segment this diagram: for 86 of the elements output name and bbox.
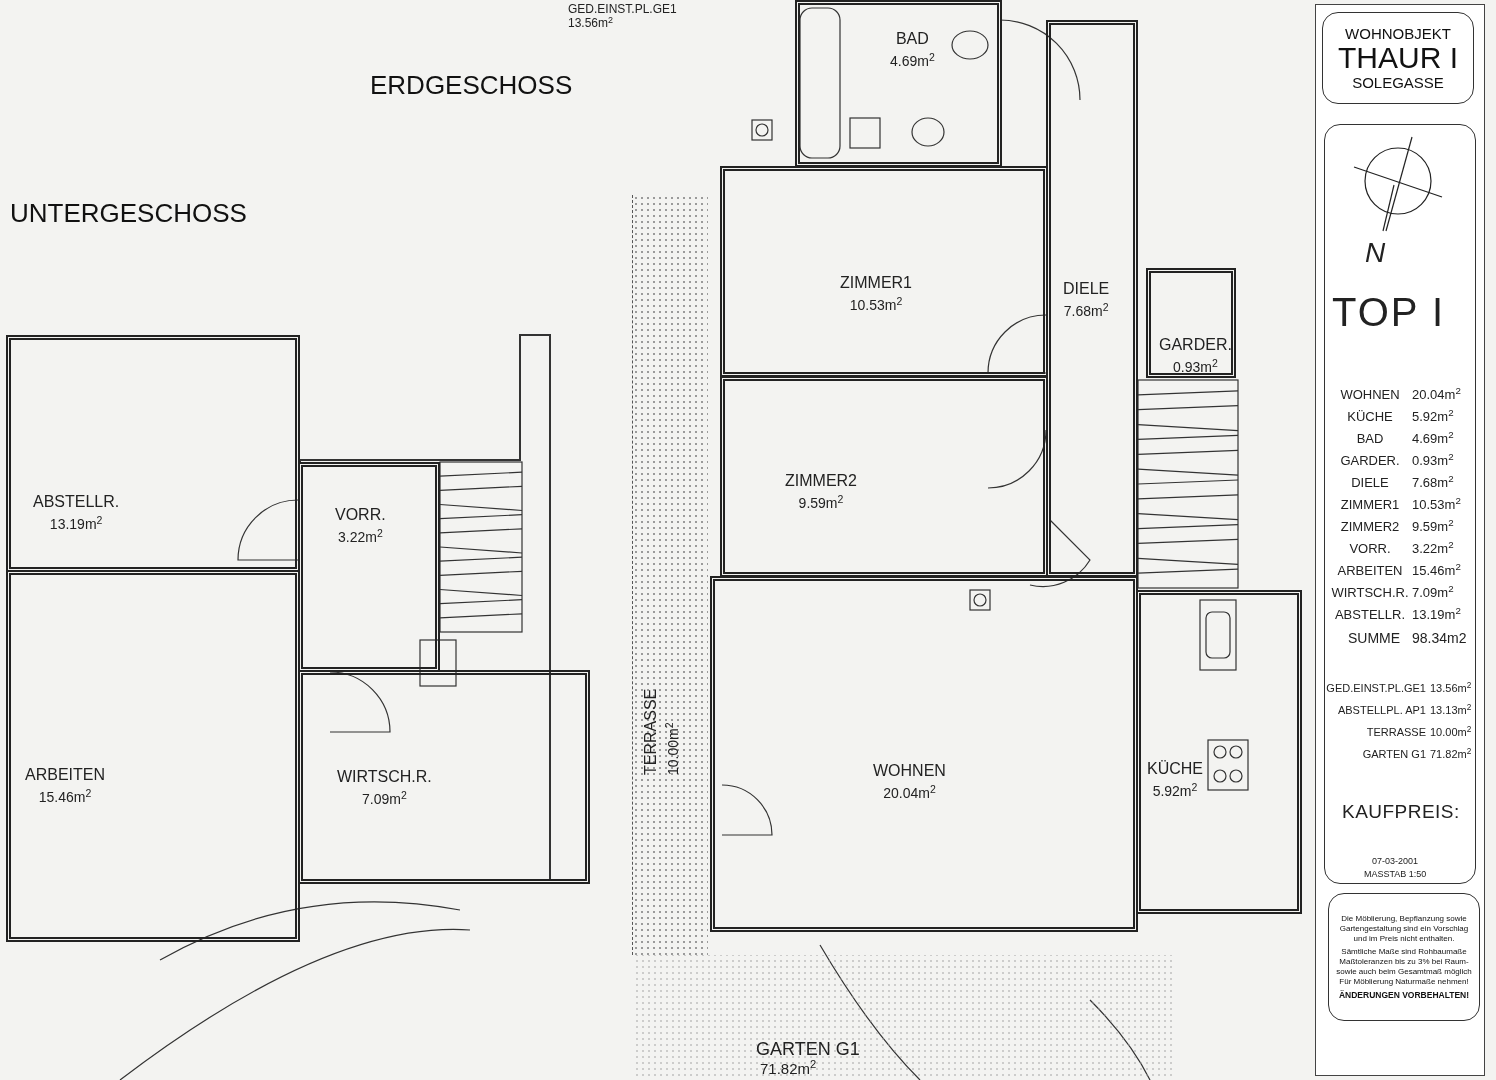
room-area: 13.19m$^{2}$	[49, 514, 103, 534]
garden-label: GARTEN G1	[756, 1038, 860, 1060]
room-area: 3.22m$^{2}$	[337, 527, 383, 547]
table-cell-text: 20.04m$^{2}$	[1412, 385, 1461, 404]
room-name: WOHNEN	[873, 761, 946, 781]
room-name: ABSTELLR.	[33, 492, 120, 512]
room-area: 15.46m$^{2}$	[38, 787, 92, 807]
garden-area: 71.82m$^{2}$	[760, 1058, 817, 1080]
price-label: KAUFPREIS:	[1342, 800, 1460, 824]
table-cell-text: 10.00m$^{2}$	[1430, 724, 1472, 740]
table-cell-text: WOHNEN	[1339, 386, 1401, 404]
room-outline	[6, 570, 300, 942]
room-name: WIRTSCH.R.	[337, 767, 432, 787]
table-cell-text: ZIMMER2	[1339, 518, 1401, 536]
scale-label: MASSTAB 1:50	[1364, 868, 1427, 881]
room-outline	[720, 166, 1048, 377]
table-cell-text: 3.22m$^{2}$	[1412, 539, 1454, 558]
note-box	[1328, 893, 1480, 1021]
table-cell-text: 7.68m$^{2}$	[1412, 473, 1454, 492]
street-name: SOLEGASSE	[1352, 75, 1444, 90]
room-outline	[710, 576, 1138, 932]
room-name: ZIMMER1	[840, 273, 912, 293]
table-cell-text: ABSTELLR.	[1333, 606, 1407, 624]
room-outline	[1046, 20, 1138, 577]
room-outline	[6, 335, 300, 572]
table-cell-text: GARDER.	[1339, 452, 1401, 470]
project-name: THAUR I	[1338, 43, 1458, 73]
room-area: 7.68m$^{2}$	[1063, 301, 1109, 321]
table-cell-text: 0.93m$^{2}$	[1412, 451, 1454, 470]
room-name: BAD	[895, 29, 929, 49]
room-outline	[1146, 268, 1236, 378]
parking-label: GED.EINST.PL.GE1	[568, 1, 677, 17]
room-area: 0.93m$^{2}$	[1173, 357, 1218, 377]
room-name: ZIMMER2	[785, 471, 857, 491]
table-cell-text: SUMME	[1348, 629, 1401, 648]
table-cell-text: GED.EINST.PL.GE1	[1325, 681, 1426, 696]
table-cell-text: GARTEN G1	[1361, 747, 1426, 762]
terrace-area	[632, 195, 708, 955]
disclaimer-text: Sämtliche Maße sind Rohbaumaße Maßtoleranzen bis zu 3% bei Raum- sowie auch beim Gesamtmaß möglich Für Möblierung Naturmaße nehmen!	[1335, 946, 1473, 987]
table-cell-text: 5.92m$^{2}$	[1412, 407, 1454, 426]
table-cell-text: 13.13m$^{2}$	[1430, 702, 1472, 718]
north-label: N	[1365, 236, 1386, 270]
table-cell-text: 10.53m$^{2}$	[1412, 495, 1461, 514]
table-cell-text: WIRTSCH.R.	[1330, 584, 1410, 602]
project-title-box	[1322, 12, 1474, 104]
floor-heading: UNTERGESCHOSS	[10, 197, 247, 230]
table-cell-text: TERRASSE	[1365, 725, 1426, 740]
room-area: 5.92m$^{2}$	[1152, 781, 1198, 801]
room-name: DIELE	[1063, 279, 1110, 299]
area-name: TERRASSE	[641, 688, 660, 775]
table-cell-text: DIELE	[1350, 474, 1390, 492]
table-cell-text: 4.69m$^{2}$	[1412, 429, 1454, 448]
table-cell-text: ZIMMER1	[1339, 496, 1401, 514]
table-cell-text: 13.19m$^{2}$	[1412, 605, 1461, 624]
room-name: VORR.	[335, 505, 386, 525]
room-name: ARBEITEN	[25, 765, 105, 785]
room-outline	[1136, 590, 1302, 914]
table-cell-text: ARBEITEN	[1336, 562, 1404, 580]
room-outline	[795, 0, 1002, 167]
table-cell-text: 71.82m$^{2}$	[1430, 746, 1472, 762]
table-cell-text: 98.34m2	[1412, 629, 1467, 648]
table-cell-text: 7.09m$^{2}$	[1412, 583, 1454, 602]
parking-area: 13.56m$^{2}$	[568, 14, 614, 32]
disclaimer-text: Die Möblierung, Bepflanzung sowie Gartengestaltung sind ein Vorschlag und im Preis nicht enthalten.	[1338, 913, 1470, 944]
room-outline	[298, 670, 590, 884]
room-outline	[720, 376, 1048, 577]
floor-heading: ERDGESCHOSS	[370, 69, 573, 102]
room-area: 7.09m$^{2}$	[362, 789, 407, 809]
table-cell-text: ABSTELLPL. AP1	[1336, 703, 1426, 718]
table-cell-text: VORR.	[1348, 540, 1392, 558]
room-area: 10.53m$^{2}$	[849, 295, 903, 315]
room-area: 4.69m$^{2}$	[890, 51, 935, 71]
table-cell-text: 9.59m$^{2}$	[1412, 517, 1454, 536]
project-kind: WOHNOBJEKT	[1345, 26, 1451, 41]
plan-date: 07-03-2001	[1372, 855, 1419, 868]
table-cell-text: KÜCHE	[1346, 408, 1394, 426]
room-outline	[298, 462, 440, 672]
disclaimer-heading: ÄNDERUNGEN VORBEHALTEN!	[1338, 989, 1470, 1001]
table-cell-text: 13.56m$^{2}$	[1430, 680, 1472, 696]
table-cell-text: 15.46m$^{2}$	[1412, 561, 1461, 580]
room-name: GARDER.	[1159, 335, 1232, 355]
unit-label: TOP I	[1332, 289, 1445, 336]
room-area: 20.04m$^{2}$	[883, 783, 936, 803]
table-cell-text: BAD	[1355, 430, 1385, 448]
room-area: 9.59m$^{2}$	[798, 493, 844, 513]
room-name: KÜCHE	[1147, 759, 1203, 779]
